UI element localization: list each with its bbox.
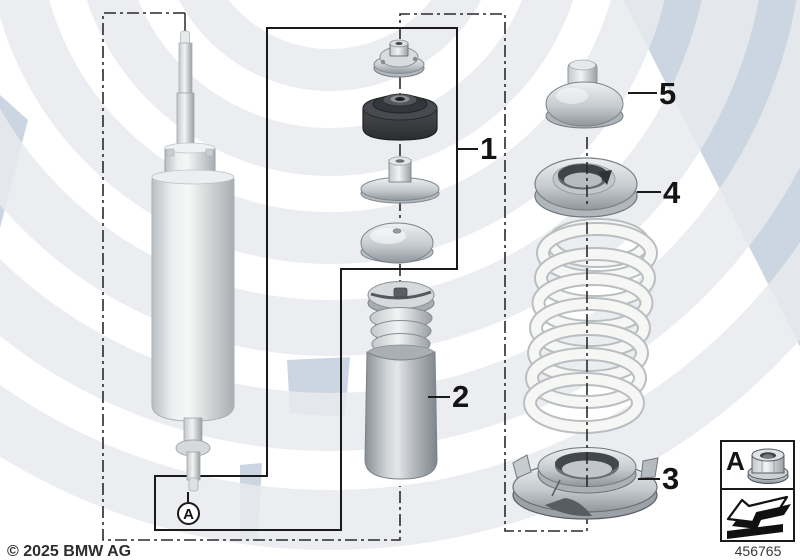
guide-support bbox=[360, 156, 440, 204]
document-number: 456765 bbox=[735, 543, 782, 559]
shock-reference-path bbox=[102, 12, 401, 541]
kit-outline-box bbox=[154, 27, 458, 531]
callout-1: 1 bbox=[480, 131, 497, 166]
pad-split-line bbox=[551, 479, 561, 497]
circled-a-label: A bbox=[183, 506, 194, 523]
pad-notch bbox=[598, 170, 612, 185]
cap-notch bbox=[166, 148, 175, 157]
callout-5: 5 bbox=[659, 76, 676, 111]
pad-lug-left bbox=[512, 454, 532, 479]
support-bearing-upper-mount bbox=[373, 39, 425, 78]
cap-slot bbox=[370, 290, 432, 300]
tube-shoulder bbox=[151, 169, 235, 185]
callout-3: 3 bbox=[662, 461, 679, 496]
piston-rod-upper bbox=[178, 42, 193, 96]
lower-stud-tip bbox=[188, 477, 199, 492]
cap-notch bbox=[205, 148, 214, 157]
circled-a-marker: A bbox=[177, 502, 200, 525]
direction-arrow-icon bbox=[726, 495, 791, 539]
coil-spring bbox=[523, 218, 658, 434]
copyright-text: © 2025 BMW AG bbox=[7, 543, 131, 560]
lower-stud bbox=[186, 451, 201, 481]
pad-lug-right bbox=[640, 457, 659, 479]
damper-tube bbox=[151, 171, 235, 422]
flange-nut-icon bbox=[747, 448, 789, 485]
stud-dot bbox=[380, 59, 386, 65]
pad-scallop-cut bbox=[545, 498, 592, 517]
legend-box: A bbox=[720, 440, 795, 542]
legend-a-label: A bbox=[726, 446, 745, 476]
protection-cap bbox=[545, 59, 624, 129]
stud-dot bbox=[412, 56, 418, 62]
shock-absorber-illustration bbox=[151, 30, 235, 492]
callout-2: 2 bbox=[452, 379, 469, 414]
piston-rod-lower bbox=[176, 92, 195, 150]
lower-spring-pad bbox=[512, 447, 659, 520]
callout-leader-lines bbox=[187, 92, 661, 502]
dust-cover-tube bbox=[364, 351, 438, 480]
upper-spring-pad bbox=[534, 157, 638, 218]
spring-plate-cap bbox=[360, 222, 434, 264]
support-bearing-rubber bbox=[362, 93, 438, 141]
bump-stop-dust-cover bbox=[364, 281, 438, 480]
cap-top-face bbox=[164, 142, 216, 154]
callout-4: 4 bbox=[663, 175, 681, 210]
